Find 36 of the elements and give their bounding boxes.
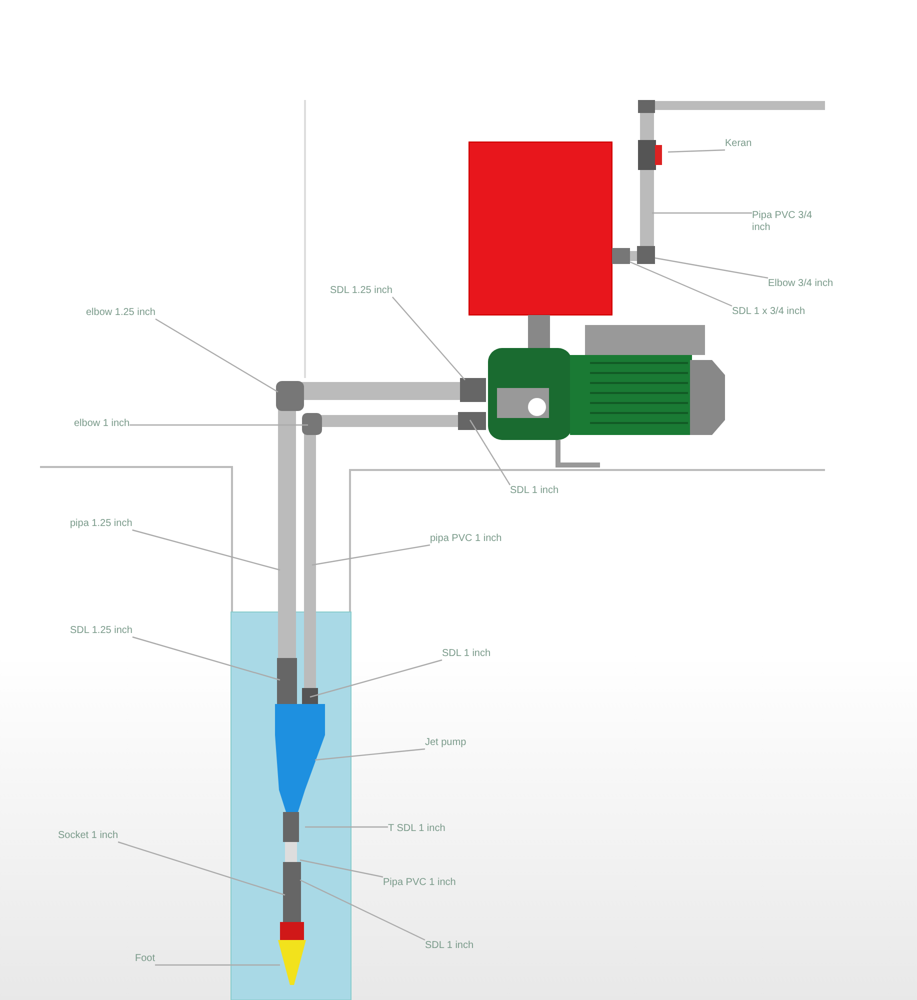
part-label: Foot [135,953,156,965]
part-label: Keran [725,138,752,150]
part-label: elbow 1 inch [74,418,130,430]
leader-line [305,826,388,828]
leader-line [652,212,752,214]
leader-line [132,636,280,681]
part-label: SDL 1 inch [442,648,491,660]
leader-line [654,257,768,279]
part-label: T SDL 1 inch [388,823,446,835]
part-label: Socket 1 inch [58,830,118,842]
leader-line [118,841,286,896]
leader-line [155,318,278,393]
leader-line [469,420,511,486]
part-label: pipa 1.25 inch [70,518,132,530]
leader-line [312,544,430,566]
leader-line [132,529,280,571]
part-label: SDL 1.25 inch [330,285,392,297]
part-label: pipa PVC 1 inch [430,533,502,545]
part-label: Pipa PVC 1 inch [383,877,456,889]
leader-line [314,748,426,761]
part-label: Pipa PVC 3/4 inch [752,210,822,234]
leader-line [300,859,384,878]
leader-line [130,424,308,426]
leader-line [392,296,466,380]
part-label: SDL 1 x 3/4 inch [732,306,806,318]
leader-line [300,879,426,941]
part-label: SDL 1 inch [425,940,474,952]
part-label: Elbow 3/4 inch [768,278,834,290]
leader-line [310,659,442,698]
leader-line [155,964,280,966]
part-label: elbow 1.25 inch [86,307,156,319]
leader-line [630,261,732,307]
part-label: SDL 1 inch [510,485,559,497]
part-label: Jet pump [425,737,466,749]
leader-line [668,149,726,153]
part-label: SDL 1.25 inch [70,625,132,637]
